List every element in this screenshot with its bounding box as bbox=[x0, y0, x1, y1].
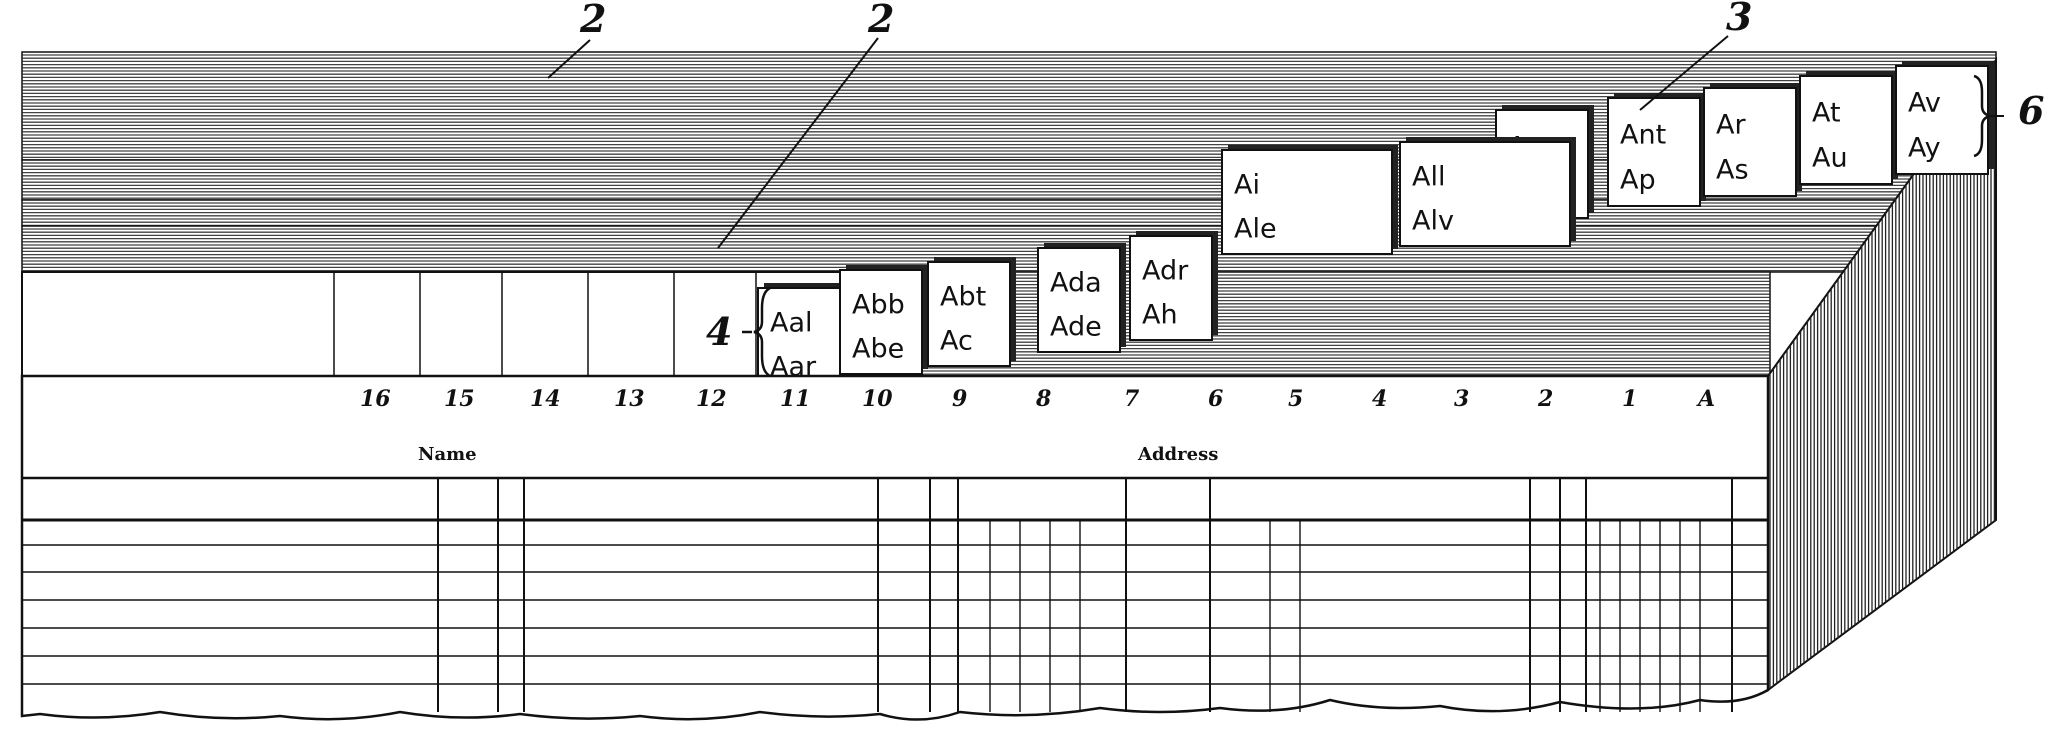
tab-label-top: Ant bbox=[1620, 119, 1666, 150]
tab-label-top: Aal bbox=[770, 308, 813, 339]
tab-label-top: At bbox=[1812, 97, 1841, 128]
column-number: 14 bbox=[530, 386, 561, 412]
tab-label-bottom: Ac bbox=[940, 325, 973, 356]
name-label: Name bbox=[418, 444, 477, 465]
column-number: 2 bbox=[1537, 386, 1553, 412]
column-number: 9 bbox=[952, 386, 967, 412]
tab-label-top: Abt bbox=[940, 282, 986, 313]
address-label: Address bbox=[1137, 444, 1218, 465]
card-stack-side-face bbox=[1767, 56, 1997, 692]
tab-label-top: Abb bbox=[852, 290, 905, 321]
column-number: 8 bbox=[1035, 386, 1051, 412]
tab-label-bottom: Alv bbox=[1412, 205, 1454, 236]
tab-bracket: 4 bbox=[706, 286, 771, 378]
callout-6: 6 bbox=[2018, 88, 2044, 133]
band-2 bbox=[21, 199, 1931, 227]
callout-2-middle: 2 bbox=[867, 0, 894, 41]
tab-label-top: Ada bbox=[1050, 268, 1102, 299]
column-numbers: 16 15 14 13 12 11 10 9 8 7 6 5 4 3 2 1 A bbox=[360, 386, 1715, 412]
ledger-lines bbox=[22, 476, 1768, 712]
callout-2-left: 2 bbox=[579, 0, 606, 41]
column-number: 12 bbox=[696, 386, 727, 412]
callouts: 2 2 3 6 bbox=[547, 0, 2044, 249]
tab-label-bottom: Au bbox=[1812, 143, 1848, 174]
column-number: 13 bbox=[614, 386, 645, 412]
callout-3: 3 bbox=[1726, 0, 1752, 39]
record-card: 16 15 14 13 12 11 10 9 8 7 6 5 4 3 2 1 A Name Address bbox=[20, 374, 1770, 721]
tab-label-bottom: Ale bbox=[1234, 213, 1277, 244]
tab-label-bottom: As bbox=[1716, 155, 1749, 186]
tab-label-top: Ar bbox=[1716, 109, 1746, 140]
tab-label-bottom: Ay bbox=[1908, 133, 1941, 164]
tab-label-top: Av bbox=[1908, 87, 1941, 118]
column-number: 5 bbox=[1288, 386, 1303, 412]
tab-label-top: Ai bbox=[1234, 170, 1260, 201]
tab-label-bottom: Abe bbox=[852, 333, 904, 364]
tab-label-bottom: Ah bbox=[1142, 299, 1178, 330]
column-number: 16 bbox=[360, 386, 391, 412]
tab-label-bottom: Ade bbox=[1050, 311, 1102, 342]
right-bracket bbox=[1973, 74, 2004, 158]
tab-label-top: All bbox=[1412, 162, 1445, 193]
strip-dividers bbox=[333, 272, 757, 376]
tab-label-bottom: Ap bbox=[1620, 165, 1656, 196]
tab-label-top: Adr bbox=[1142, 256, 1189, 287]
column-number: 4 bbox=[1372, 386, 1387, 412]
column-number: 1 bbox=[1622, 386, 1637, 412]
column-number: 11 bbox=[780, 386, 811, 412]
column-number: 3 bbox=[1454, 386, 1469, 412]
column-number: 10 bbox=[862, 386, 893, 412]
column-number: A bbox=[1696, 386, 1715, 412]
callout-4: 4 bbox=[706, 309, 732, 354]
front-tab-strip bbox=[21, 271, 843, 377]
column-number: 7 bbox=[1124, 386, 1140, 412]
column-number: 6 bbox=[1208, 386, 1223, 412]
column-number: 15 bbox=[444, 386, 475, 412]
